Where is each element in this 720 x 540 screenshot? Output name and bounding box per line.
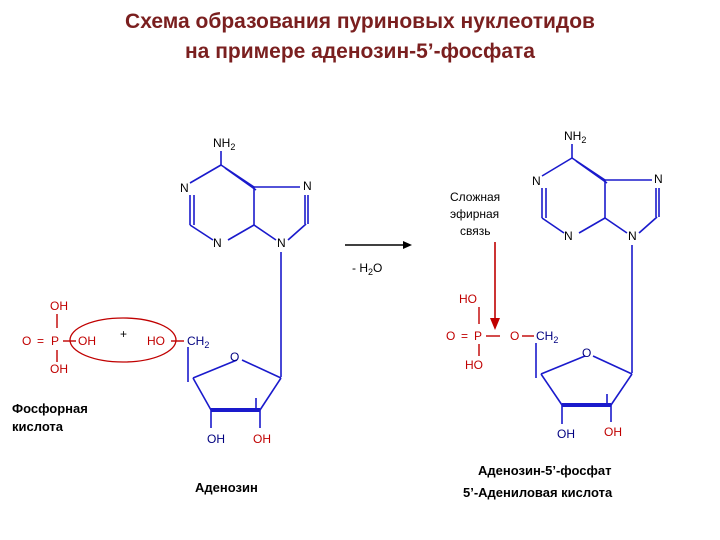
adenine-ring-left bbox=[189, 151, 309, 241]
n3-left: N bbox=[213, 236, 222, 250]
p-oh-right: OH bbox=[78, 334, 96, 348]
p-eq-left: = bbox=[37, 334, 44, 348]
ester-oxygen-right: O bbox=[510, 329, 519, 343]
ring-oxygen-right: O bbox=[582, 346, 591, 360]
adenine-ring-right bbox=[541, 144, 660, 234]
adenosine-label: Аденозин bbox=[195, 480, 258, 495]
p-eq-right: = bbox=[461, 329, 468, 343]
p-atom-right: P bbox=[474, 329, 482, 343]
n1-right: N bbox=[532, 174, 541, 188]
oh-2-left: OH bbox=[207, 432, 225, 446]
ribose-left bbox=[187, 347, 282, 428]
oh-3-left: OH bbox=[253, 432, 271, 446]
water-label: - H2O bbox=[352, 261, 382, 277]
ho-left: HO bbox=[147, 334, 165, 348]
plus-sign: + bbox=[120, 327, 127, 341]
phosphate-group-right: HO O = P HO bbox=[446, 292, 500, 372]
oh-3-right: OH bbox=[604, 425, 622, 439]
p-oh-top: OH bbox=[50, 299, 68, 313]
oh-2-right: OH bbox=[557, 427, 575, 441]
nh2-left: NH2 bbox=[213, 136, 235, 152]
p-oh-bottom: OH bbox=[50, 362, 68, 376]
ch2-right: CH2 bbox=[536, 329, 558, 345]
product-name: Аденозин-5’-фосфат bbox=[478, 463, 611, 478]
n9-right: N bbox=[628, 229, 637, 243]
ester-label-line2: эфирная bbox=[450, 207, 499, 221]
ring-oxygen-left: O bbox=[230, 350, 239, 364]
acid-label-line1: Фосфорная bbox=[12, 401, 88, 416]
product-alt-name: 5’-Адениловая кислота bbox=[463, 485, 613, 500]
title-line-1: Схема образования пуриновых нуклеотидов bbox=[125, 10, 595, 33]
ester-label-line1: Сложная bbox=[450, 190, 500, 204]
ch2-left: CH2 bbox=[187, 334, 209, 350]
ribose-right bbox=[535, 343, 633, 424]
ester-label-line3: связь bbox=[460, 224, 491, 238]
n7-left: N bbox=[303, 179, 312, 193]
n1-left: N bbox=[180, 181, 189, 195]
p-o-double: O bbox=[22, 334, 31, 348]
n9-left: N bbox=[277, 236, 286, 250]
reaction-arrowhead bbox=[403, 241, 412, 249]
acid-label-line2: кислота bbox=[12, 419, 64, 434]
phosphoric-acid: OH O = P OH OH bbox=[22, 299, 96, 376]
p-o-double-right: O bbox=[446, 329, 455, 343]
n7-right: N bbox=[654, 172, 663, 186]
n3-right: N bbox=[564, 229, 573, 243]
water-elimination-oval bbox=[69, 317, 177, 363]
nh2-right: NH2 bbox=[564, 129, 586, 145]
ester-pointer-arrowhead bbox=[490, 318, 500, 330]
p-atom-left: P bbox=[51, 334, 59, 348]
title-line-2: на примере аденозин-5’-фосфата bbox=[185, 40, 535, 63]
p-ho-bottom-right: HO bbox=[465, 358, 483, 372]
p-ho-top-right: HO bbox=[459, 292, 477, 306]
